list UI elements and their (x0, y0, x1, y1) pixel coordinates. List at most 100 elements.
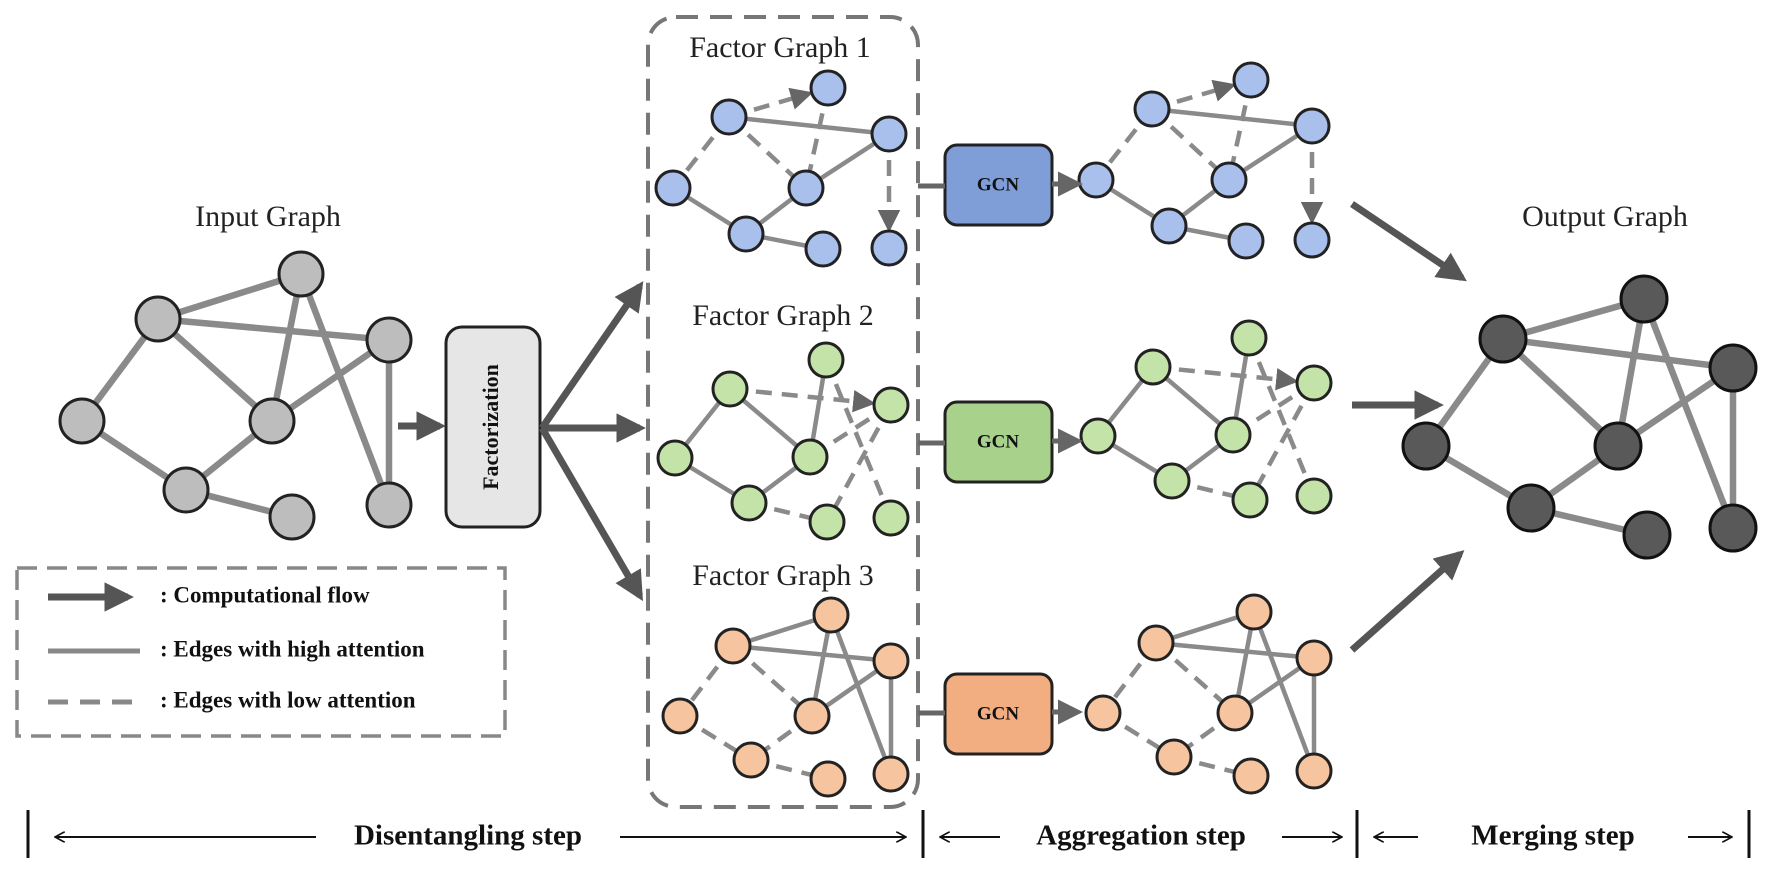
factor-graph-1-node-3 (654, 169, 692, 207)
aggregated-graph-2-edge-0 (1152, 364, 1299, 391)
output-graph-node-4 (1593, 421, 1643, 471)
factorization-block: Factorization (444, 325, 542, 529)
legend-computational-flow-label: : Computational flow (160, 582, 370, 607)
gcn-block-3: GCN (943, 672, 1054, 756)
aggregated-graph-2-node-0 (1134, 348, 1172, 386)
factor-graph-2-node-4 (791, 438, 829, 476)
flow-arrow-aggregated-3-to-output (1349, 550, 1465, 653)
aggregated-graph-3 (1084, 593, 1333, 795)
factor-graph-3-title: Factor Graph 3 (692, 559, 874, 592)
merging-step-label: Merging step (1471, 820, 1635, 852)
factor-graph-1-node-7 (870, 229, 908, 267)
factor-graph-2-edge-6 (825, 403, 893, 524)
step-bar: Disentangling step Aggregation step Merg… (26, 810, 1751, 858)
factor-graph-1-node-0 (710, 98, 748, 136)
output-graph-node-0 (1478, 314, 1528, 364)
aggregated-graph-1-node-4 (1210, 161, 1248, 199)
factor-graph-2-node-0 (711, 370, 749, 408)
factor-graph-3-node-2 (872, 642, 910, 680)
input-graph-node-3 (58, 397, 106, 445)
factor-graphs-container (646, 15, 920, 809)
aggregation-step-label: Aggregation step (1036, 820, 1246, 852)
factor-graph-1-node-5 (727, 215, 765, 253)
factor-graph-2-edge-4 (823, 359, 894, 519)
aggregated-graph-1-node-5 (1150, 207, 1188, 245)
input-graph-node-4 (248, 397, 296, 445)
aggregated-graph-3-edge-1 (1155, 640, 1315, 661)
factor-graph-3-node-1 (812, 596, 850, 634)
aggregated-graph-2 (1079, 319, 1333, 519)
flow-arrow-to-factor-3 (538, 426, 644, 602)
aggregated-graph-2-node-3 (1079, 417, 1117, 455)
input-graph-node-7 (365, 481, 413, 529)
aggregated-graph-1-node-0 (1133, 90, 1171, 128)
factor-graph-1-node-1 (809, 69, 847, 107)
factor-graph-1-node-2 (870, 115, 908, 153)
aggregated-graph-1-node-7 (1293, 221, 1331, 259)
aggregated-graph-3-node-0 (1137, 624, 1175, 662)
aggregated-graph-3-node-5 (1155, 738, 1193, 776)
gcn-block-1: GCN (943, 143, 1054, 227)
factor-graph-2 (656, 341, 910, 541)
input-graph (58, 250, 413, 541)
gcn-label-2: GCN (977, 431, 1020, 452)
factor-graph-2-node-3 (656, 439, 694, 477)
disentangling-step-label: Disentangling step (354, 820, 582, 852)
gcn-label-3: GCN (977, 703, 1020, 724)
input-graph-node-2 (365, 316, 413, 364)
aggregated-graph-2-node-1 (1230, 319, 1268, 357)
aggregated-graph-1 (1077, 61, 1331, 260)
aggregated-graph-1-edge-1 (1151, 106, 1313, 129)
input-graph-edge-1 (157, 315, 390, 344)
output-graph (1401, 274, 1758, 560)
output-graph-edge-4 (1614, 298, 1648, 447)
aggregated-graph-3-node-3 (1084, 694, 1122, 732)
graphs-layer (58, 61, 1758, 798)
aggregated-graph-3-node-2 (1295, 639, 1333, 677)
legend-high-attention-label: : Edges with high attention (160, 636, 425, 661)
input-graph-title: Input Graph (195, 200, 341, 233)
input-graph-edge-0 (157, 270, 302, 323)
aggregated-graph-3-node-1 (1235, 593, 1273, 631)
factor-graph-3-node-0 (714, 627, 752, 665)
factor-graph-1-node-4 (787, 169, 825, 207)
factor-graph-3-node-4 (793, 697, 831, 735)
factor-graph-3-node-3 (661, 697, 699, 735)
legend-low-attention-label: : Edges with low attention (160, 687, 416, 712)
factor-graph-2-node-1 (807, 341, 845, 379)
aggregated-graph-2-node-4 (1214, 416, 1252, 454)
input-graph-edge-3 (155, 316, 275, 424)
output-graph-node-5 (1506, 483, 1556, 533)
aggregated-graph-1-node-1 (1232, 61, 1270, 99)
factor-graph-2-node-7 (872, 499, 910, 537)
aggregated-graph-1-node-2 (1293, 107, 1331, 145)
flow-arrows (398, 171, 1467, 725)
factor-graph-2-title: Factor Graph 2 (692, 299, 874, 332)
output-graph-node-1 (1619, 274, 1669, 324)
factor-graph-3-node-5 (732, 741, 770, 779)
input-graph-node-0 (134, 295, 182, 343)
gcn-label-1: GCN (977, 174, 1020, 195)
factor-graph-1-title: Factor Graph 1 (689, 31, 871, 64)
aggregated-graph-2-node-7 (1295, 477, 1333, 515)
aggregated-graph-3-edge-5 (1251, 611, 1317, 772)
input-graph-edge-5 (297, 272, 393, 507)
factor-graph-2-node-6 (808, 503, 846, 541)
aggregated-graph-3-node-4 (1216, 694, 1254, 732)
factorization-box (444, 325, 542, 529)
output-graph-edge-1 (1502, 335, 1734, 372)
aggregated-graph-2-node-6 (1231, 481, 1269, 519)
output-graph-node-7 (1708, 503, 1758, 553)
aggregated-graph-2-edge-4 (1246, 337, 1317, 497)
factor-graph-2-node-2 (872, 386, 910, 424)
factorization-label: Factorization (478, 364, 503, 490)
output-graph-node-6 (1622, 510, 1672, 560)
aggregated-graph-3-node-6 (1232, 757, 1270, 795)
output-graph-title: Output Graph (1522, 200, 1688, 233)
factor-graph-3-node-7 (872, 755, 910, 793)
output-graph-edge-5 (1640, 297, 1737, 530)
factor-graph-1-node-6 (804, 230, 842, 268)
legend: : Computational flow : Edges with high a… (15, 566, 507, 738)
input-graph-node-6 (268, 493, 316, 541)
